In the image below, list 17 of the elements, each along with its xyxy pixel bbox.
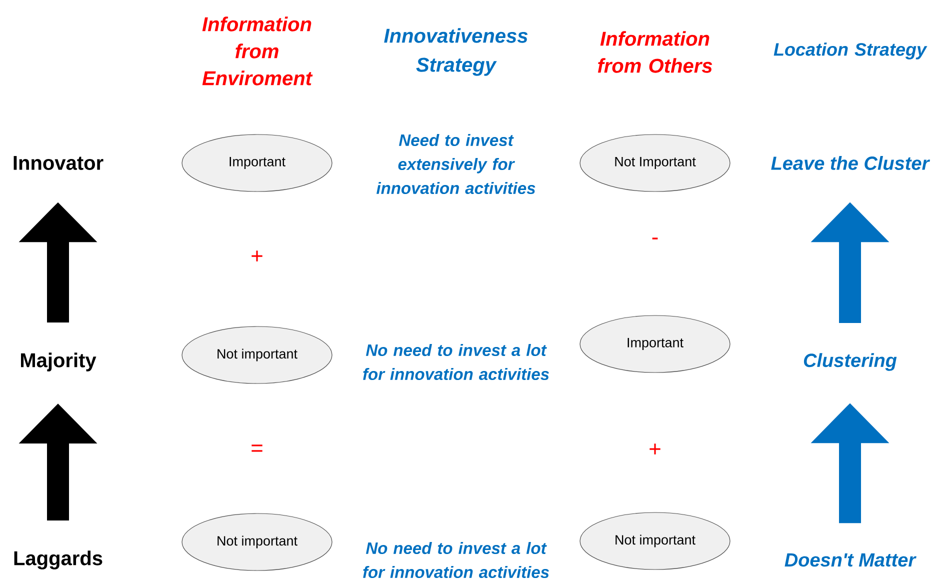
column-header: Information from Enviroment <box>202 16 313 86</box>
strategy-text: No need to invest a lot for innovation activities <box>363 344 549 380</box>
strategy-text: No need to invest a lot for innovation activities <box>363 542 549 578</box>
sign-symbol: + <box>252 250 262 262</box>
column-header: Information from Others <box>598 31 712 73</box>
row-label: Innovator <box>14 156 104 170</box>
row-label: Laggards <box>14 550 102 570</box>
strategy-text: Need to invest extensively for innovation activities <box>376 134 536 194</box>
strategy-label: Leave the Cluster <box>771 156 930 170</box>
row-label: Majority <box>21 352 96 372</box>
column-header: Innovativeness Strategy <box>384 28 528 76</box>
strategy-label: Doesn't Matter <box>784 553 916 567</box>
sign-symbol: - <box>652 238 658 240</box>
sign-symbol: + <box>650 444 660 454</box>
strategy-label: Clustering <box>804 353 897 371</box>
sign-symbol: = <box>252 444 262 452</box>
column-header: Location Strategy <box>774 42 928 60</box>
